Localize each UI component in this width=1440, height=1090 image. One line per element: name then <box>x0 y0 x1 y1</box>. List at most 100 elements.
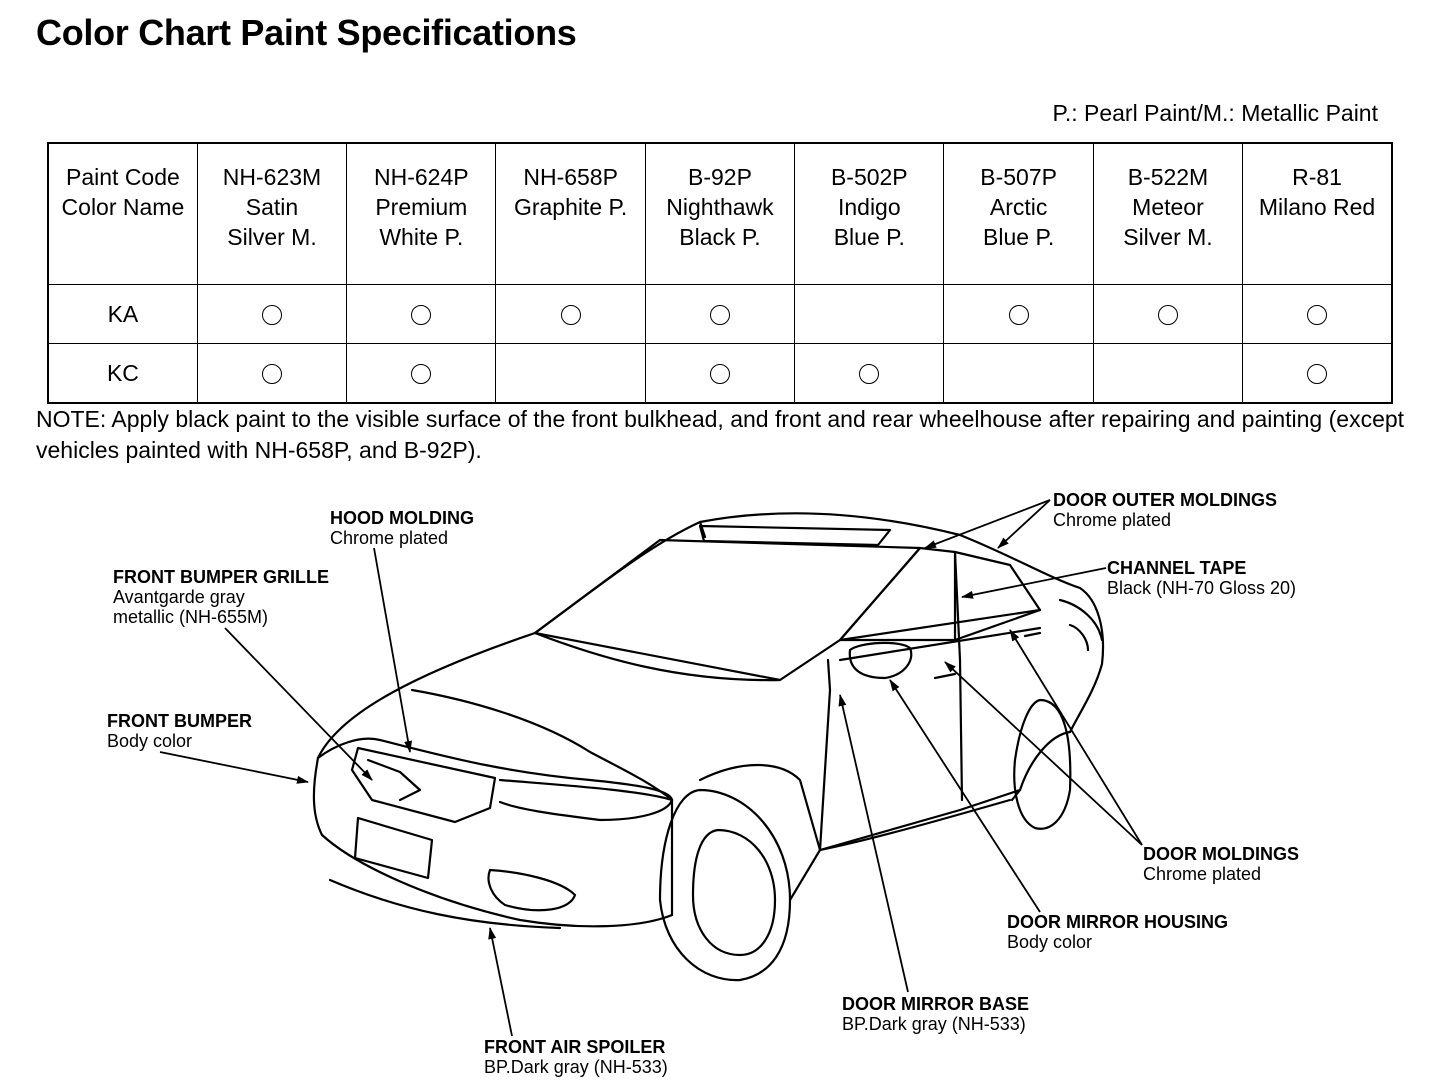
color-column-header: NH-623M Satin Silver M. <box>196 142 348 285</box>
callout-desc: Black (NH-70 Gloss 20) <box>1107 578 1297 598</box>
color-name-line: Silver M. <box>227 224 317 250</box>
availability-cell <box>495 343 646 404</box>
color-name-line: Blue P. <box>983 224 1055 250</box>
availability-cell <box>346 284 497 344</box>
availability-cell <box>1242 343 1393 404</box>
paint-code: NH-658P <box>523 164 618 190</box>
callout-title: HOOD MOLDING <box>330 508 474 528</box>
color-name-line: Silver M. <box>1123 224 1213 250</box>
available-circle-icon <box>709 364 730 385</box>
leader-front-bumper-grille <box>224 627 373 781</box>
callout-desc: Body color <box>1007 932 1093 952</box>
color-chart-table: Paint Code Color Name NH-623M Satin Silv… <box>47 142 1393 404</box>
callout-desc: Chrome plated <box>1143 864 1262 884</box>
leader-door-mirror-housing <box>889 679 1041 913</box>
callout-door-outer-moldings: DOOR OUTER MOLDINGS Chrome plated <box>1053 490 1277 530</box>
available-circle-icon <box>709 305 730 326</box>
paint-code: B-522M <box>1127 164 1209 190</box>
header-label-line: Color Name <box>61 194 185 220</box>
availability-cell <box>346 343 497 404</box>
available-circle-icon <box>1008 305 1029 326</box>
callout-hood-molding: HOOD MOLDING Chrome plated <box>330 508 474 548</box>
table-header-row: Paint Code Color Name NH-623M Satin Silv… <box>47 142 1393 285</box>
leader-door-moldings-a <box>944 661 1143 846</box>
color-column-header: R-81 Milano Red <box>1242 142 1393 285</box>
availability-cell <box>794 284 945 344</box>
leader-door-outer-moldings-a <box>924 499 1051 549</box>
leader-door-outer-moldings-b <box>997 499 1051 549</box>
color-name-line: Black P. <box>679 224 761 250</box>
availability-cell <box>196 284 348 344</box>
header-label-cell: Paint Code Color Name <box>47 142 198 285</box>
availability-cell <box>943 343 1094 404</box>
color-name-line: Meteor <box>1132 194 1204 220</box>
callout-desc: Chrome plated <box>330 528 449 548</box>
callout-channel-tape: CHANNEL TAPE Black (NH-70 Gloss 20) <box>1107 558 1296 598</box>
available-circle-icon <box>560 305 581 326</box>
table-row: KC <box>47 343 1393 404</box>
availability-cell <box>794 343 945 404</box>
color-name-line: Graphite P. <box>513 194 628 220</box>
availability-cell <box>1092 284 1244 344</box>
color-name-line: Indigo <box>837 194 901 220</box>
leader-door-mirror-base <box>838 694 909 993</box>
repair-note: NOTE: Apply black paint to the visible s… <box>36 406 1405 463</box>
callout-desc: Body color <box>107 731 193 751</box>
color-column-header: NH-624P Premium White P. <box>346 142 497 285</box>
availability-cell <box>644 284 796 344</box>
leader-front-air-spoiler <box>488 927 513 1037</box>
car-diagram <box>159 499 1143 1037</box>
callout-title: DOOR MIRROR BASE <box>842 994 1030 1014</box>
color-name-line: Premium <box>375 194 468 220</box>
available-circle-icon <box>411 305 432 326</box>
callout-door-mirror-housing: DOOR MIRROR HOUSING Body color <box>1007 912 1228 952</box>
leader-door-moldings-b <box>1009 629 1143 846</box>
available-circle-icon <box>261 364 282 385</box>
available-circle-icon <box>1307 364 1328 385</box>
paint-code: B-507P <box>980 164 1057 190</box>
table-row: KA <box>47 284 1393 344</box>
availability-cell <box>943 284 1094 344</box>
callout-title: FRONT BUMPER <box>107 711 252 731</box>
color-column-header: NH-658P Graphite P. <box>495 142 646 285</box>
availability-cell <box>1242 284 1393 344</box>
callout-desc: Chrome plated <box>1053 510 1172 530</box>
model-cell: KA <box>47 284 198 344</box>
color-column-header: B-502P Indigo Blue P. <box>794 142 945 285</box>
leader-channel-tape <box>961 567 1107 599</box>
callout-title: FRONT AIR SPOILER <box>484 1037 666 1057</box>
paint-code: NH-624P <box>374 164 469 190</box>
color-name-line: Arctic <box>989 194 1048 220</box>
callout-desc: Avantgarde gray <box>113 587 245 607</box>
paint-code: NH-623M <box>222 164 322 190</box>
color-name-line: Satin <box>245 194 299 220</box>
color-name-line: Nighthawk <box>666 194 774 220</box>
callout-desc: BP.Dark gray (NH-533) <box>842 1014 1026 1034</box>
callout-title: DOOR OUTER MOLDINGS <box>1053 490 1277 510</box>
leader-front-bumper <box>159 751 309 784</box>
callout-title: DOOR MIRROR HOUSING <box>1007 912 1229 932</box>
paint-type-legend: P.: Pearl Paint/M.: Metallic Paint <box>1052 100 1378 126</box>
availability-cell <box>196 343 348 404</box>
color-column-header: B-507P Arctic Blue P. <box>943 142 1094 285</box>
callout-front-bumper-grille: FRONT BUMPER GRILLE Avantgarde gray meta… <box>113 567 329 627</box>
callout-title: CHANNEL TAPE <box>1107 558 1247 578</box>
availability-cell <box>1092 343 1244 404</box>
car-body-illustration <box>312 512 1105 982</box>
color-name-line: Milano Red <box>1258 194 1376 220</box>
color-name-line: Blue P. <box>833 224 905 250</box>
callout-front-bumper: FRONT BUMPER Body color <box>107 711 252 751</box>
available-circle-icon <box>1157 305 1178 326</box>
callout-title: DOOR MOLDINGS <box>1143 844 1299 864</box>
color-column-header: B-92P Nighthawk Black P. <box>644 142 796 285</box>
callout-desc: BP.Dark gray (NH-533) <box>484 1057 668 1077</box>
paint-code: R-81 <box>1292 164 1342 190</box>
available-circle-icon <box>859 364 880 385</box>
available-circle-icon <box>411 364 432 385</box>
color-name-line: White P. <box>379 224 464 250</box>
leader-hood-molding <box>373 547 413 753</box>
availability-cell <box>495 284 646 344</box>
callout-title: FRONT BUMPER GRILLE <box>113 567 329 587</box>
model-cell: KC <box>47 343 198 404</box>
available-circle-icon <box>261 305 282 326</box>
